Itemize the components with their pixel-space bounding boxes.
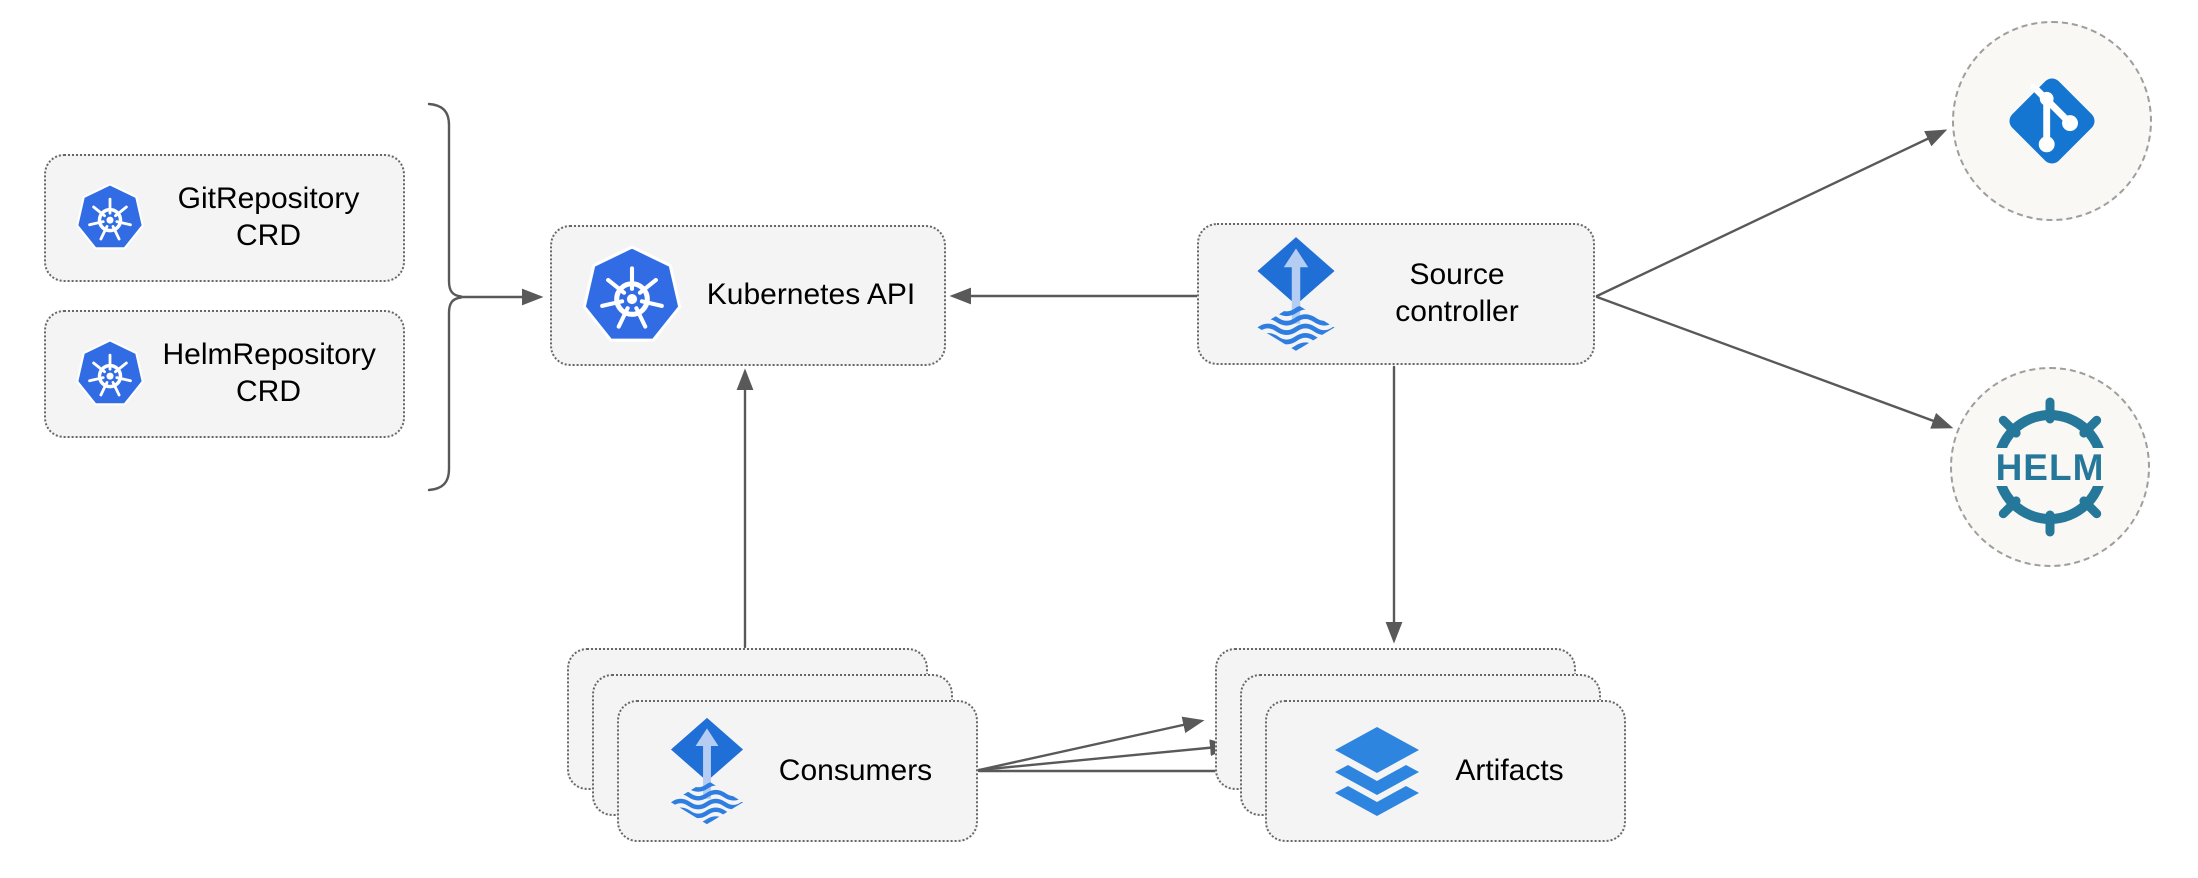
layers-icon bbox=[1335, 727, 1420, 816]
node-label: Consumers bbox=[778, 754, 933, 787]
node-helm-source: HELM bbox=[1950, 367, 2150, 567]
kubernetes-icon bbox=[75, 183, 144, 250]
node-kubernetes-api: Kubernetes API bbox=[550, 225, 946, 366]
arrow-consumers-to-artifacts-1 bbox=[977, 716, 1205, 772]
node-label: Kubernetes API bbox=[706, 278, 916, 312]
node-consumers-stack: Consumers bbox=[567, 648, 979, 843]
git-icon bbox=[2009, 78, 2095, 164]
node-artifacts: Artifacts bbox=[1265, 700, 1626, 842]
node-label: HelmRepository CRD bbox=[162, 338, 376, 408]
arrow-source-to-helm bbox=[1595, 295, 1954, 429]
helm-wheel-text: HELM bbox=[1996, 447, 2105, 488]
kubernetes-icon bbox=[75, 339, 144, 406]
crd-group-bracket bbox=[427, 102, 463, 492]
node-label: Artifacts bbox=[1455, 754, 1564, 787]
helm-icon: HELM bbox=[1989, 397, 2111, 537]
node-source-controller: Source controller bbox=[1197, 223, 1595, 365]
node-consumers: Consumers bbox=[617, 700, 978, 842]
flux-icon bbox=[670, 717, 743, 824]
flux-icon bbox=[1257, 236, 1335, 351]
arrow-consumers-to-artifacts-2 bbox=[977, 739, 1232, 772]
node-label: GitRepository CRD bbox=[177, 182, 360, 252]
node-helm-repository-crd: HelmRepository CRD bbox=[44, 310, 405, 438]
node-git-source bbox=[1952, 21, 2152, 221]
node-git-repository-crd: GitRepository CRD bbox=[44, 154, 405, 282]
node-label: Source controller bbox=[1395, 258, 1519, 328]
kubernetes-icon bbox=[582, 245, 682, 342]
node-artifacts-stack: Artifacts bbox=[1215, 648, 1627, 843]
arrow-source-to-git bbox=[1595, 129, 1948, 298]
